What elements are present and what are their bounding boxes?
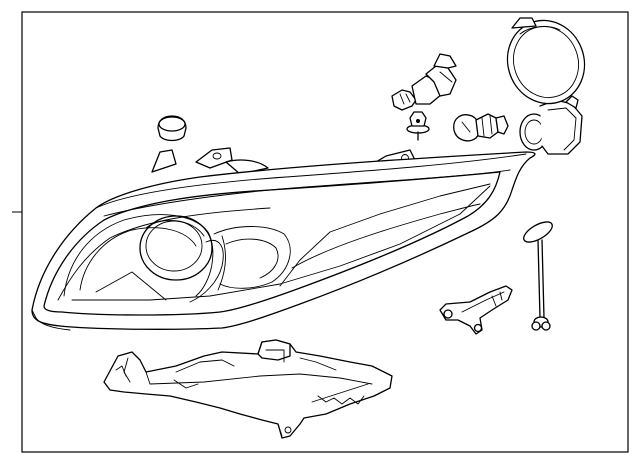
headlamp-housing [31, 151, 536, 330]
projector-lens-highlight [145, 220, 205, 237]
projector-bowl-left-inner [79, 227, 197, 291]
dust-cap-inner [513, 25, 579, 99]
bracket-tab-hole [284, 426, 292, 434]
bracket-rib-base [311, 383, 369, 403]
bracket-tab-edge [277, 423, 283, 437]
bracket-slot [173, 379, 199, 389]
bracket-body [103, 339, 393, 439]
halogen-bulb-connector [433, 53, 457, 69]
projector-ring [189, 240, 224, 303]
side-bracket-hole [443, 309, 453, 319]
bracket-fold [145, 371, 373, 385]
small-bulb-tip [495, 115, 509, 135]
halogen-bulb-filament [399, 93, 411, 105]
small-bulb-base [475, 113, 499, 139]
bulb-icon [453, 113, 509, 142]
plug-top [158, 116, 186, 132]
lens-drl-strip-2 [291, 203, 481, 269]
headlamp-icon [31, 147, 536, 331]
dust-cap-rib [519, 26, 561, 35]
headlamp-lens [43, 171, 501, 316]
projector-bowl-right-inner [225, 238, 279, 279]
headlamp-tab-left [151, 149, 177, 173]
headlamp-hump [225, 159, 269, 175]
socket-tab-2 [565, 95, 579, 109]
side-bracket-hole-2 [473, 323, 483, 333]
plug-icon [157, 115, 187, 142]
socket-body-edge [547, 107, 577, 151]
small-bulb-ridges [481, 115, 493, 137]
adjuster-rod-ball [531, 321, 541, 331]
bracket-clip-detail [265, 349, 285, 363]
adjuster-rod-ball-2 [541, 321, 551, 331]
projector-divider [217, 235, 226, 291]
projector-bowl-left [63, 214, 214, 297]
lens-lower-contour [71, 185, 491, 301]
rod-icon [523, 221, 553, 331]
cap-icon [506, 17, 586, 105]
housing-ridge [95, 153, 527, 209]
small-bulb-filament [461, 121, 471, 133]
adjuster-rod-shaft-2 [541, 239, 545, 319]
dust-cap-tab [511, 17, 537, 29]
side-bracket-ridge [461, 291, 505, 313]
socket-icon [519, 95, 583, 155]
diagram-frame [21, 11, 629, 453]
projector-lens [139, 215, 213, 281]
projector-cutoff [95, 271, 167, 301]
bolt-icon [406, 111, 430, 141]
side-bracket-slots [491, 291, 503, 307]
projector-bowl-right [213, 226, 291, 289]
bracket-icon [103, 339, 393, 439]
bracket-ridge [175, 359, 235, 373]
bolt-center [416, 119, 420, 123]
bulb-icon [391, 53, 457, 111]
housing-flange [31, 309, 71, 331]
lens-drl-strip [279, 183, 491, 287]
dust-cap-body [506, 19, 586, 105]
bracket-end-slot [115, 365, 127, 377]
bracket-ridge-2 [299, 357, 337, 371]
adjuster-rod-shaft [537, 239, 541, 319]
tab-hole [212, 152, 222, 160]
bracket-ribs [317, 395, 365, 405]
bracket-icon [439, 285, 513, 335]
lens-inner-contour [57, 207, 271, 301]
halogen-bulb-line [439, 71, 453, 83]
side-bracket-body [439, 285, 513, 335]
halogen-bulb-glass [391, 89, 417, 111]
adjuster-rod-head [523, 221, 553, 243]
